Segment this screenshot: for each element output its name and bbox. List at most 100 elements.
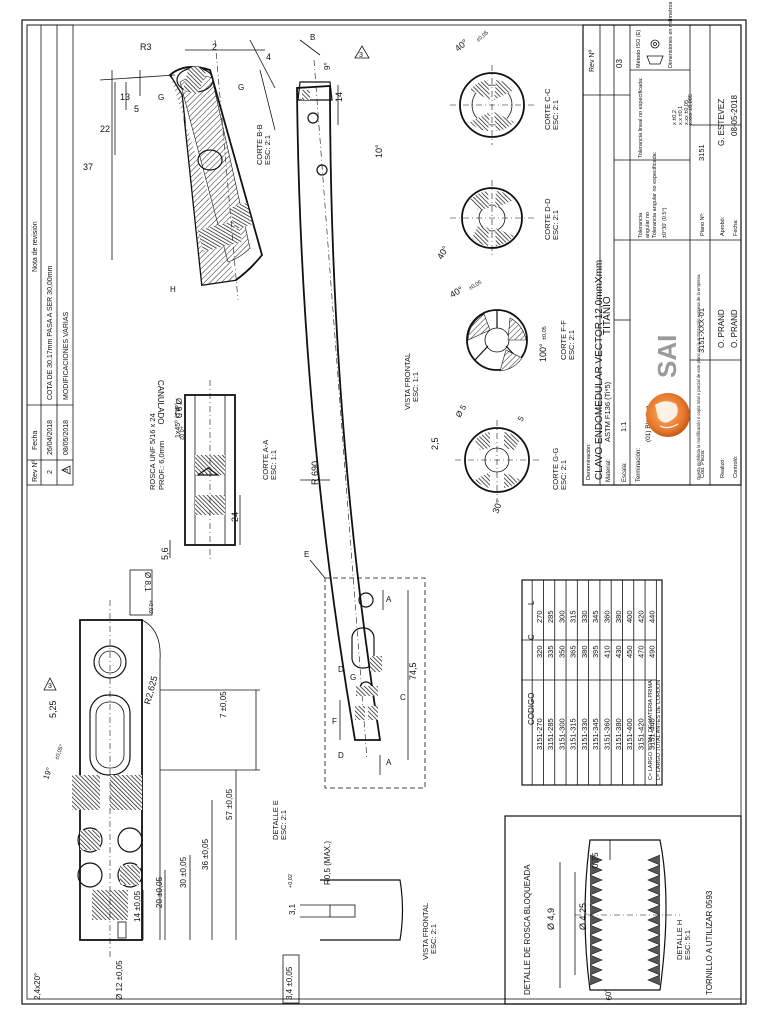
iso-projection-icon — [646, 39, 664, 65]
dim-4-9: Ø 4,9 — [546, 908, 556, 930]
corte-aa-esc: ESC: 1:1 — [269, 450, 278, 480]
dim-r3: R3 — [140, 42, 152, 52]
code-cell-l: 300 — [557, 610, 566, 623]
svg-text:G: G — [238, 83, 244, 92]
code-cell-c: 320 — [535, 645, 544, 658]
main-nail-view: E A A 74,5 F D D C G B 14 10° 9° R 690 V… — [296, 33, 426, 789]
detalle-h-label: DETALLE H — [675, 920, 684, 960]
code-cell-l: 440 — [648, 610, 657, 623]
title-block: Denominación: CLAVO ENDOMEDULAR VECTOR 1… — [582, 1, 742, 486]
dim-19deg-tol: ±0,05° — [54, 744, 65, 761]
dim-40deg-b: 40° — [435, 244, 451, 261]
disclaimer: Queda prohibida la modificación o copia … — [696, 274, 701, 480]
rev-header-date: Fecha — [32, 430, 39, 450]
dim-14e: 14 ±0,05 — [133, 890, 142, 922]
svg-text:E: E — [304, 550, 309, 559]
section-gg-view: 2,5 Ø 5 5 30° CORTE G-G ESC: 2:1 — [430, 403, 568, 515]
dim-30deg: 30° — [490, 498, 504, 515]
corte-bb-esc: ESC: 2:1 — [263, 135, 272, 165]
aprobo-label: Aprobó: — [720, 216, 726, 236]
dim-19deg: 19° — [41, 766, 54, 780]
code-cell-c: 410 — [603, 645, 612, 658]
dim-5-25: 5,25 — [48, 700, 58, 718]
inner-border — [26, 24, 742, 1000]
tol-lin-4: x.xxx ±0,005 — [688, 94, 694, 125]
detalle-h-esc: ESC: 5:1 — [683, 930, 692, 960]
dim-5-gg: Ø 5 — [454, 403, 469, 419]
dim-3-1: 3,1 — [288, 903, 297, 915]
code-cell-l: 380 — [614, 610, 623, 623]
dim-40deg-a: 40° — [453, 37, 470, 54]
detalle-e-label: DETALLE E — [271, 800, 280, 840]
code-cell-codigo: 3151-315 — [569, 718, 578, 750]
dim-40deg-tol-c: ±0,05 — [468, 280, 483, 292]
plano-label: Plano Nº: — [699, 212, 706, 236]
dim-100deg-tol: ±0,05 — [542, 326, 548, 340]
corte-cc-label: CORTE C-C — [543, 88, 552, 130]
detalle-e-esc: ESC: 2:1 — [279, 810, 288, 840]
svg-text:angular no: angular no — [645, 212, 651, 238]
code-cell-codigo: 3151-300 — [557, 718, 566, 750]
escala-label: Escala: — [622, 462, 628, 482]
section-bb-view: R3 4 5 13 22 37 2 G G H CORTE B-B ESC: 2… — [83, 39, 276, 301]
cod-pieza-value: 3151-XXX-01 — [697, 308, 706, 353]
code-cell-c: 450 — [625, 645, 634, 658]
realizo-label: Realizó: — [720, 458, 726, 478]
code-cell-l: 420 — [636, 610, 645, 623]
dim-9deg: 9° — [323, 62, 332, 70]
plano-value: 3151 — [697, 144, 706, 161]
dim-10deg: 10° — [374, 144, 384, 158]
vista-frontal-1-label: VISTA FRONTAL — [403, 353, 412, 410]
svg-text:G: G — [158, 93, 164, 102]
svg-text:3: 3 — [48, 683, 52, 690]
dim-2-5: 2,5 — [430, 437, 440, 450]
dim-100deg: 100° — [538, 343, 548, 362]
corte-gg-esc: ESC: 2:1 — [559, 460, 568, 490]
rosca-unf-label: ROSCA UNF 5/16 x 24 — [148, 413, 157, 490]
dim-36: 36 ±0,05 — [201, 838, 210, 870]
controlo-value: O. PRAND — [730, 309, 739, 348]
prof-label: PROF.: 6,0mm — [157, 441, 166, 490]
dim-8-1: Ø 8,1 — [143, 572, 152, 592]
cod-pieza-label: Cód. Pieza: — [700, 449, 706, 478]
sai-logo-text: SAI — [652, 335, 682, 378]
fecha-label: Fecha: — [733, 219, 739, 236]
dim-8-1-tol: +0,02 — [147, 600, 153, 614]
code-cell-c: 430 — [614, 645, 623, 658]
code-note-1: C= LARGO TOTAL DE MATERIA PRIMA — [648, 680, 654, 780]
tol-ang-value: ±0°30' (0.5°) — [662, 207, 668, 238]
tol-lin-3: x.xx ±0,05 — [684, 100, 690, 125]
code-header-l: L — [527, 600, 536, 605]
dim-57: 57 ±0,05 — [225, 788, 234, 820]
code-cell-c: 365 — [569, 645, 578, 658]
realizo-value: O. PRAND — [717, 309, 726, 348]
dim-3-1-tol: +0,02 — [288, 874, 294, 888]
material-value: ASTM F136 (Ti*5) — [603, 381, 612, 442]
denominacion-label: Denominación: — [586, 443, 592, 480]
tol-ang-label-full: Tolerancia angular no especificada: — [652, 151, 658, 238]
dim-9-5: Ø 9,5 — [174, 398, 183, 418]
tol-lin-1: x ±0,2 — [672, 110, 678, 125]
dim-22: 22 — [100, 124, 110, 134]
svg-text:H: H — [170, 285, 176, 294]
dim-label: Dimensiones en milímetros — [668, 1, 674, 68]
canulado-label: CANULADO — [156, 380, 165, 424]
code-cell-c: 470 — [636, 645, 645, 658]
code-cell-codigo: 3151-360 — [603, 718, 612, 750]
svg-text:F: F — [332, 717, 337, 726]
revision-table: Rev Nº Fecha Nota de revisión 2 26/04/20… — [26, 24, 74, 486]
corte-gg-label: CORTE G-G — [551, 447, 560, 490]
code-cell-codigo: 3151-380 — [614, 718, 623, 750]
corte-dd-label: CORTE D-D — [543, 198, 552, 240]
dim-2-bb: 2 — [212, 42, 217, 52]
escala-value: 1:1 — [619, 422, 628, 432]
dim-5-gg2: 5 — [516, 414, 526, 423]
rev-row-1-note: COTA DE 30.17mm PASA A SER 30,00mm — [47, 265, 54, 400]
